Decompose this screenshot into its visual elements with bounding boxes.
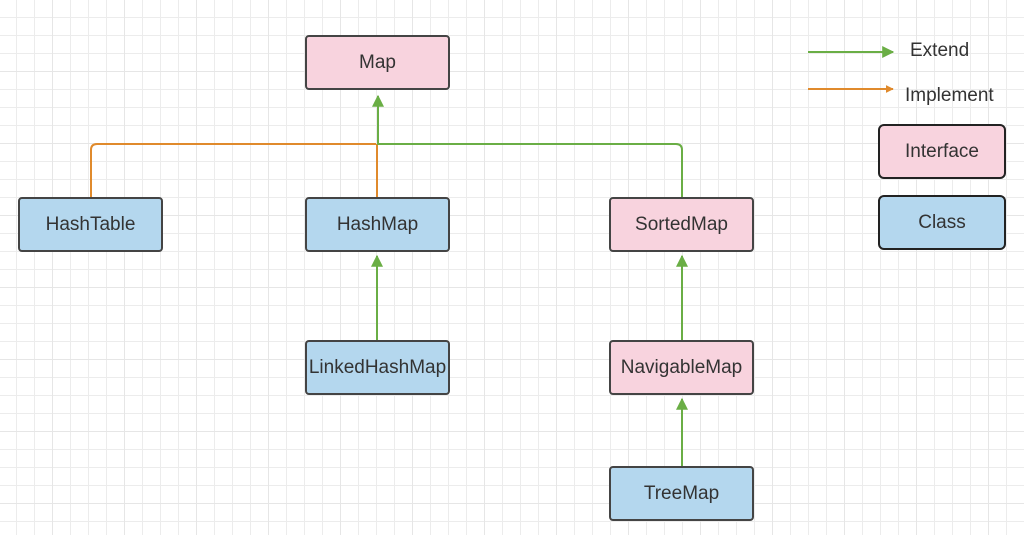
node-linkedhashmap-label: LinkedHashMap	[308, 356, 447, 378]
legend-class-box: Class	[878, 195, 1006, 250]
node-hashmap-label: HashMap	[336, 213, 419, 235]
legend-class-label: Class	[918, 211, 966, 233]
node-hashmap[interactable]: HashMap	[305, 197, 450, 252]
node-treemap[interactable]: TreeMap	[609, 466, 754, 521]
legend-interface-label: Interface	[905, 140, 979, 162]
node-hashtable[interactable]: HashTable	[18, 197, 163, 252]
node-sortedmap[interactable]: SortedMap	[609, 197, 754, 252]
node-navigablemap[interactable]: NavigableMap	[609, 340, 754, 395]
node-map-label: Map	[359, 51, 396, 73]
legend-implement-label: Implement	[905, 85, 994, 106]
edge-hashtable-implements-map	[90, 143, 376, 197]
node-navigablemap-label: NavigableMap	[620, 356, 743, 378]
legend-interface-box: Interface	[878, 124, 1006, 179]
node-sortedmap-label: SortedMap	[635, 213, 728, 235]
node-hashtable-label: HashTable	[45, 213, 136, 235]
legend-extend-label: Extend	[910, 40, 970, 61]
edge-sortedmap-extends-map	[372, 94, 683, 197]
node-treemap-label: TreeMap	[643, 482, 720, 504]
node-linkedhashmap[interactable]: LinkedHashMap	[305, 340, 450, 395]
node-map[interactable]: Map	[305, 35, 450, 90]
